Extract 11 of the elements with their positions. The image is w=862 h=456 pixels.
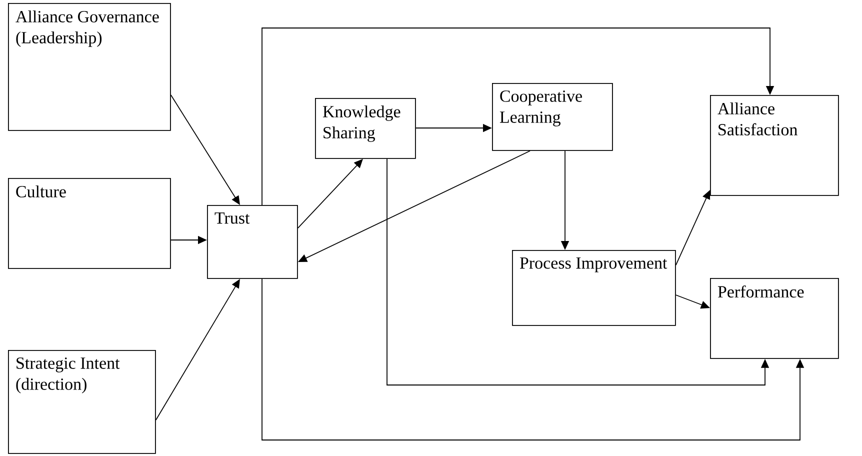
box: Strategic Intent (direction) (8, 350, 156, 454)
box: Trust (207, 205, 298, 279)
box: Performance (710, 278, 839, 359)
box: Alliance Governance (Leadership) (8, 3, 171, 131)
box: Culture (8, 178, 171, 269)
arrow (262, 28, 774, 206)
box: Cooperative Learning (492, 83, 613, 151)
box: Alliance Satisfaction (710, 95, 839, 196)
arrow (170, 94, 240, 205)
box: Knowledge Sharing (315, 98, 416, 159)
box: Process Improvement (512, 250, 676, 326)
